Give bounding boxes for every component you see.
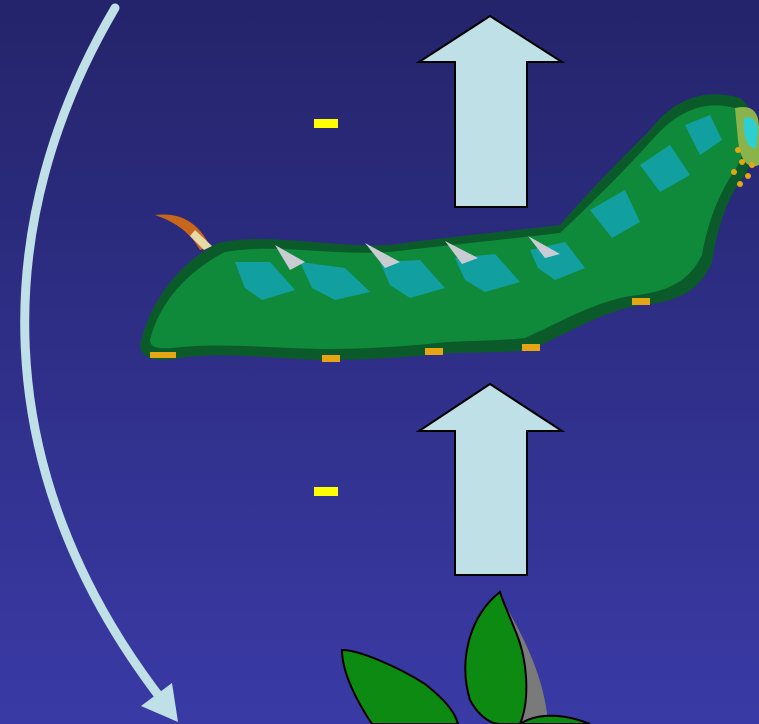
dash-marker-icon <box>314 119 338 128</box>
dash-marker-icon <box>314 487 338 496</box>
